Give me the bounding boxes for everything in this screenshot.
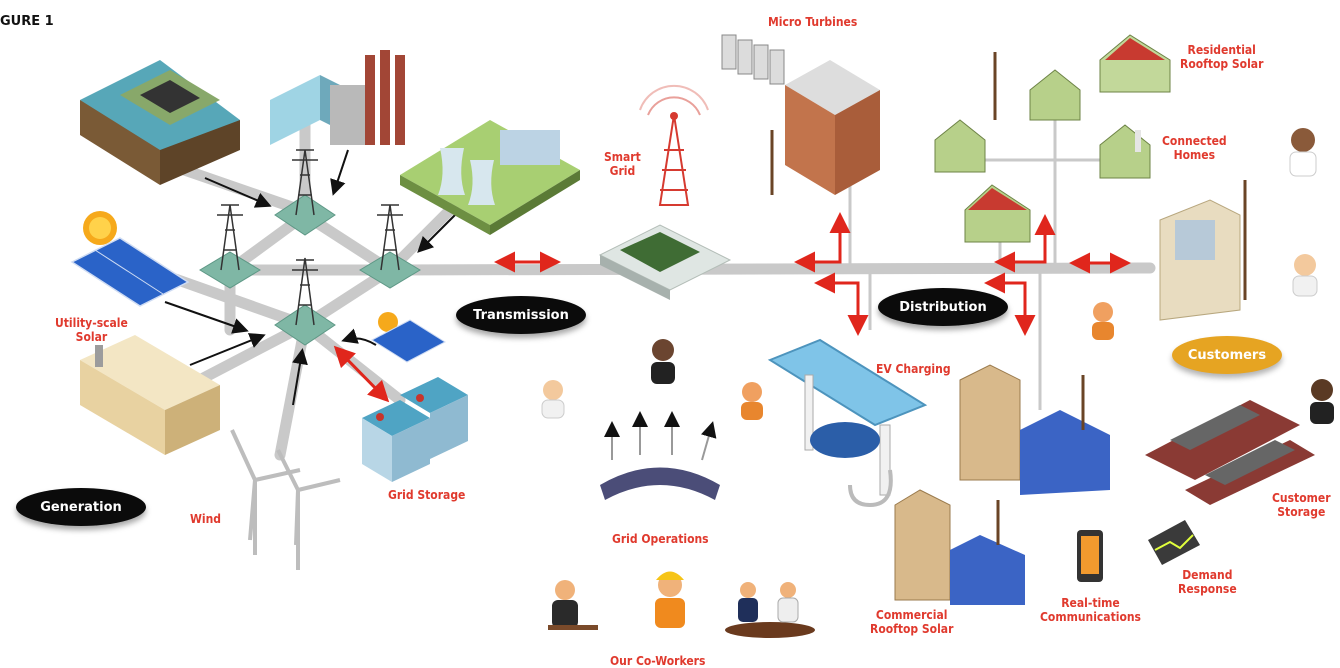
grid-operations-icon [600,411,720,500]
small-solar-icon [370,312,447,363]
phone-icon [1077,530,1103,582]
red-flow-arrows [333,212,1131,403]
utility-plant-icon [80,335,220,455]
generation-stage-label: Generation [16,488,146,526]
commercial-building-icon [894,364,1110,605]
customer-storage-icon [1145,400,1315,505]
houses-icon [934,34,1171,243]
substation-icon [598,224,732,300]
transmission-stage-label: Transmission [456,296,586,334]
demand-response-icon [1148,520,1200,565]
wind-turbine-icon [230,429,341,570]
hub-platforms [199,194,421,346]
power-plant-icon [80,60,240,185]
person-icons [541,128,1334,424]
grid-storage-label: Grid Storage [388,488,466,502]
office-building-icon [770,60,880,195]
micro-turbines-label: Micro Turbines [768,15,858,29]
nuclear-plant-icon [400,120,580,235]
micro-turbines-icon [721,34,785,85]
utility-solar-icon [70,211,190,307]
flow-arrows [164,149,456,406]
distribution-stage-label: Distribution [878,288,1008,326]
factory-icon [270,50,405,145]
transmission-towers [217,149,403,326]
wind-label: Wind [190,512,222,526]
ev-charging-label: EV Charging [876,362,951,376]
coworkers-label: Our Co-Workers [610,654,706,668]
grid-operations-label: Grid Operations [612,532,709,546]
customers-stage-label: Customers [1172,336,1282,374]
coworkers-icon [548,571,815,638]
figure-label: GURE 1 [0,14,54,29]
ev-charging-icon [767,338,928,508]
grid-storage-icon [362,377,468,482]
customer-building-icon [1159,180,1247,321]
smart-grid-tower-icon [639,84,709,206]
